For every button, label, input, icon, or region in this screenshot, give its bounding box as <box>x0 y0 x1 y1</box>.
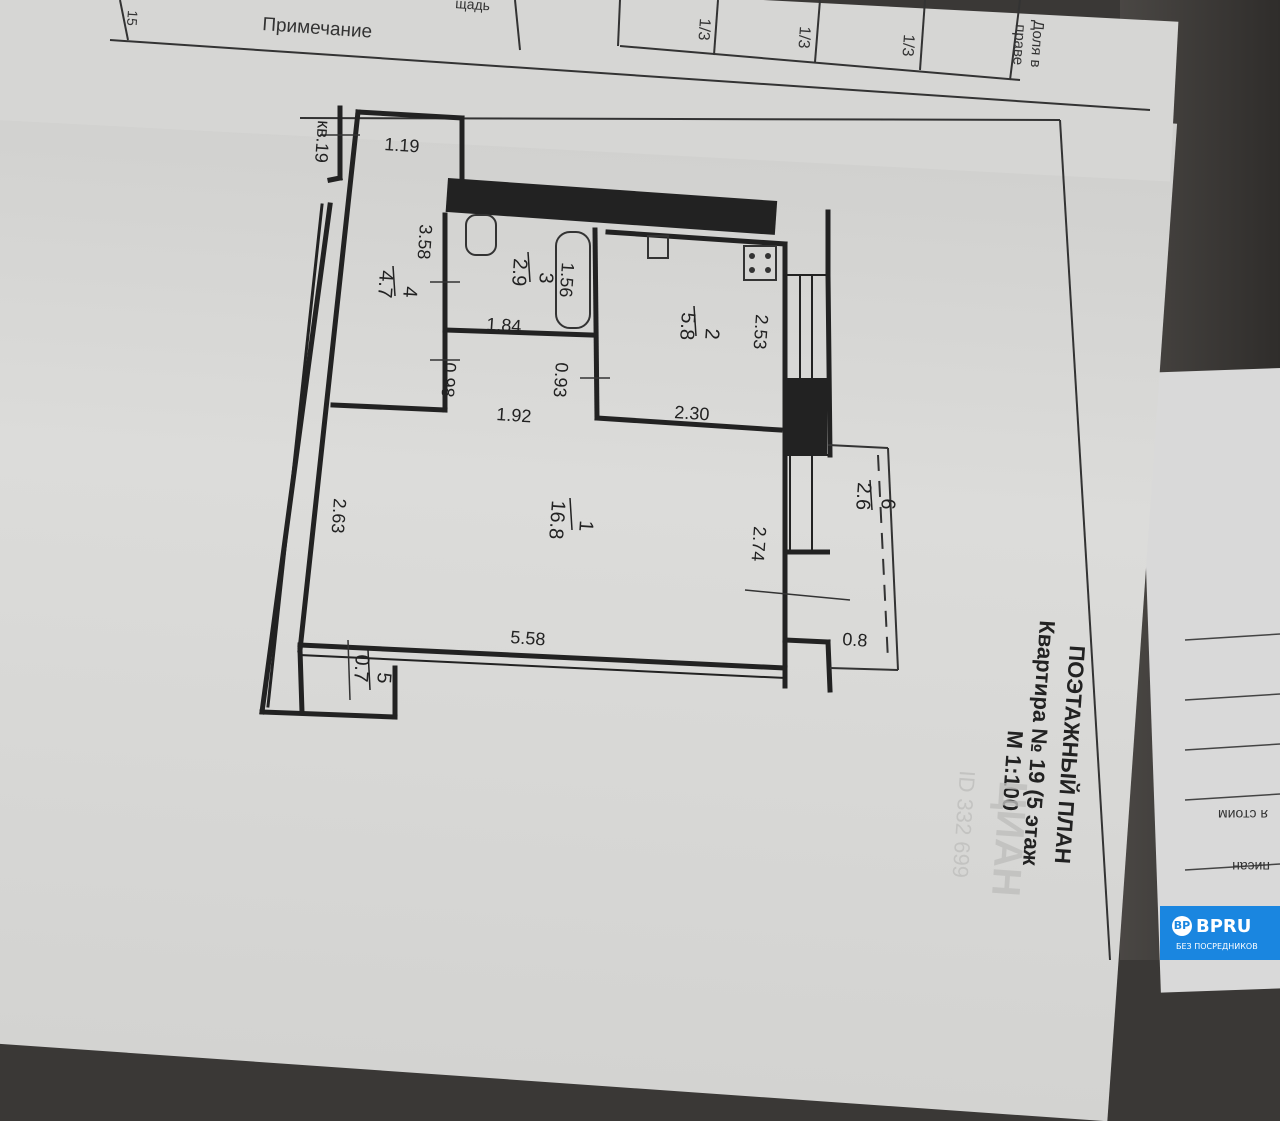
wall-pillar <box>785 378 827 454</box>
dim-0-93: 0.93 <box>550 362 572 398</box>
dim-0-98: 0.98 <box>438 362 460 398</box>
balcony-outline <box>827 444 899 671</box>
scale-label: М 1:100 <box>997 730 1028 812</box>
walls <box>259 105 833 720</box>
top-table <box>109 0 1151 111</box>
room-6-number: 6 <box>876 498 899 511</box>
room-3-number: 3 <box>534 272 557 285</box>
room-2-number: 2 <box>700 328 723 341</box>
share-cell-3: 1/3 <box>898 34 917 57</box>
dim-5-58: 5.58 <box>510 627 546 649</box>
room-3-area: 2.9 <box>507 258 531 287</box>
table-header-note: Примечание <box>262 14 373 43</box>
side-text: я стоим <box>1218 807 1268 823</box>
dim-0-8: 0.8 <box>842 629 868 651</box>
room-4-number: 4 <box>398 286 421 299</box>
table-header-cut: щадь <box>455 0 491 13</box>
side-sheet-lines <box>1184 633 1280 871</box>
room-2-area: 5.8 <box>675 312 699 341</box>
share-cell-1: 1/3 <box>694 18 713 41</box>
side-text-2: писан <box>1232 859 1270 875</box>
room-5-area: 0.7 <box>349 654 373 683</box>
floor-plan-drawing: Примечание щадь 15 1/3 1/3 1/3 Доля в пр… <box>109 0 1280 898</box>
room-1-number: 1 <box>574 520 597 533</box>
room-1-area: 16.8 <box>544 500 569 540</box>
dim-1-92: 1.92 <box>496 404 532 426</box>
people-icon: BP <box>1172 916 1192 936</box>
logo-subtitle: БЕЗ ПОСРЕДНИКОВ <box>1176 942 1258 951</box>
sink-icon <box>647 235 669 259</box>
dim-2-63: 2.63 <box>328 498 350 534</box>
wall-block <box>445 177 778 235</box>
windows <box>785 274 830 555</box>
dim-2-30: 2.30 <box>674 402 710 424</box>
dim-3-58: 3.58 <box>414 224 436 260</box>
share-label-2: праве <box>1009 24 1029 66</box>
dim-2-74: 2.74 <box>748 526 770 562</box>
share-cell-2: 1/3 <box>794 26 813 49</box>
table-header-col: 15 <box>124 10 141 27</box>
neighbor-label: кв.19 <box>311 120 334 164</box>
logo-name: BPRU <box>1196 916 1252 937</box>
toilet-icon <box>465 214 497 256</box>
room-6-area: 2.6 <box>851 482 875 511</box>
watermark-id: ID 332 699 <box>948 770 980 879</box>
room-fraction-lines <box>367 251 873 691</box>
dim-2-53: 2.53 <box>750 314 772 350</box>
dim-1-84: 1.84 <box>486 314 522 336</box>
stove-icon <box>743 245 777 281</box>
bpru-logo: BP BPRU БЕЗ ПОСРЕДНИКОВ <box>1160 906 1280 960</box>
dim-1-19: 1.19 <box>384 134 420 156</box>
dimension-ticks <box>320 134 851 701</box>
room-5-number: 5 <box>372 672 395 685</box>
dim-1-56: 1.56 <box>556 262 578 298</box>
bathtub-icon <box>555 231 591 329</box>
watermark-brand: ЦИАН <box>983 779 1035 898</box>
room-4-area: 4.7 <box>373 270 397 299</box>
share-label-1: Доля в <box>1027 20 1047 68</box>
